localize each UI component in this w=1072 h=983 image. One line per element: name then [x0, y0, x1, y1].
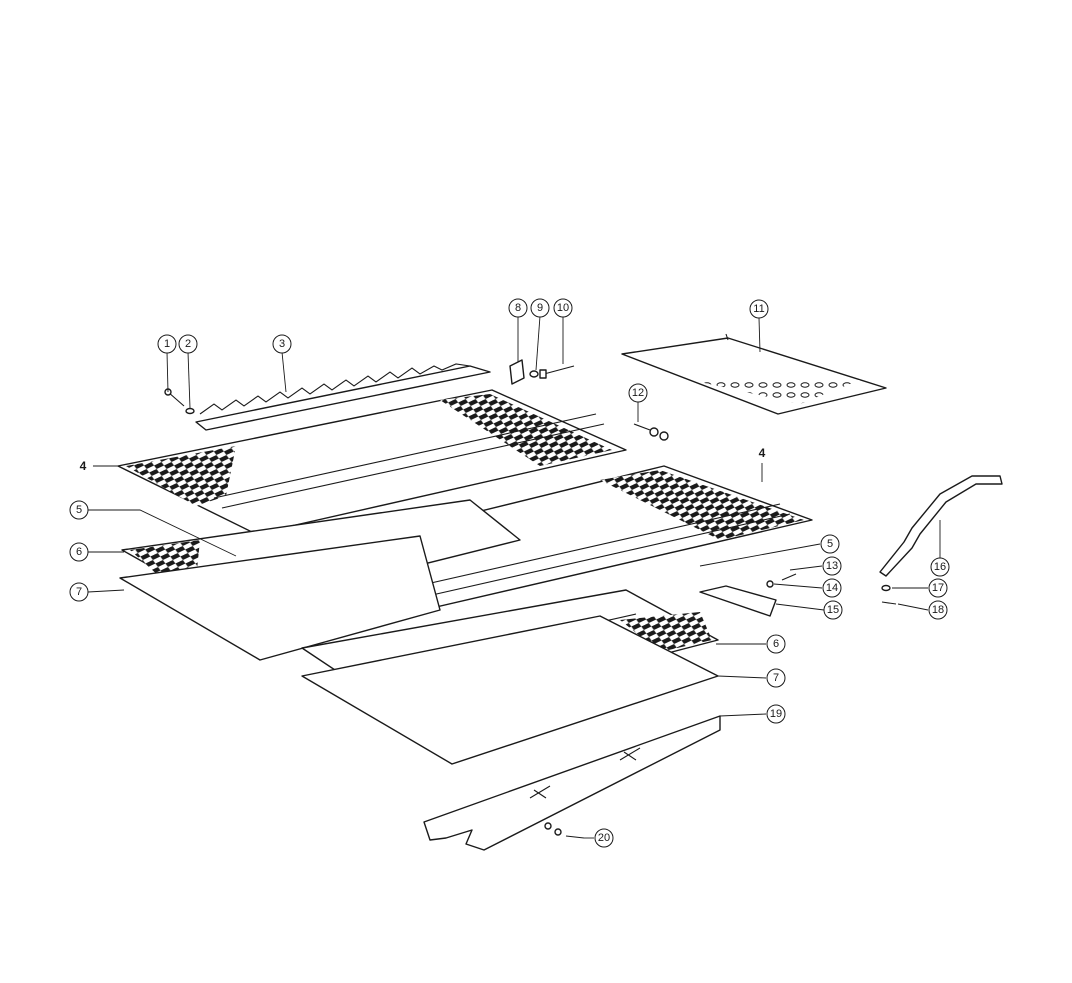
svg-text:2: 2: [185, 338, 191, 350]
callout-6-left: 6: [69, 542, 89, 562]
callout-12: 12: [628, 383, 648, 403]
clip-part-8: [509, 359, 525, 385]
callout-14: 14: [822, 578, 842, 598]
callout-17: 17: [928, 578, 948, 598]
callout-18: 18: [928, 600, 948, 620]
svg-text:20: 20: [598, 832, 610, 844]
svg-text:4: 4: [759, 446, 766, 460]
callout-19: 19: [766, 704, 786, 724]
callout-6-right: 6: [766, 634, 786, 654]
callout-9: 9: [530, 298, 550, 318]
rod-part-16: [879, 475, 1003, 577]
sieve-panel-left-part-4: [117, 389, 627, 535]
callout-1: 1: [157, 334, 177, 354]
callout-15: 15: [823, 600, 843, 620]
svg-text:10: 10: [557, 302, 569, 314]
cover-plate-part-11: [621, 333, 887, 415]
svg-text:3: 3: [279, 338, 285, 350]
svg-text:14: 14: [826, 582, 838, 594]
washer-part-2: [185, 407, 195, 415]
svg-text:5: 5: [76, 504, 82, 516]
callout-7-left: 7: [69, 582, 89, 602]
callout-4-right: 4: [752, 443, 772, 463]
callout-7-right: 7: [766, 668, 786, 688]
callout-2: 2: [178, 334, 198, 354]
bolt-part-20: [544, 822, 585, 839]
long-bar-part-19: [423, 715, 721, 851]
callout-8: 8: [508, 298, 528, 318]
svg-text:15: 15: [827, 604, 839, 616]
svg-text:5: 5: [827, 538, 833, 550]
callout-3: 3: [272, 334, 292, 354]
svg-text:18: 18: [932, 604, 944, 616]
serrated-strip-part-3: [195, 363, 491, 431]
svg-text:12: 12: [632, 387, 644, 399]
washer-part-9: [529, 370, 539, 378]
pin-part-18: [881, 601, 897, 605]
washer-part-17: [881, 584, 891, 592]
callout-5-left: 5: [69, 500, 89, 520]
svg-text:11: 11: [753, 303, 764, 315]
svg-text:17: 17: [932, 582, 944, 594]
svg-text:7: 7: [773, 672, 779, 684]
bolt-part-13: [781, 573, 797, 581]
svg-text:19: 19: [770, 708, 782, 720]
callout-20: 20: [594, 828, 614, 848]
bolt-part-12: [633, 423, 669, 441]
svg-text:7: 7: [76, 586, 82, 598]
callout-11: 11: [749, 299, 769, 319]
callout-16: 16: [930, 557, 950, 577]
washer-part-14: [766, 580, 774, 588]
callout-13: 13: [822, 556, 842, 576]
svg-text:6: 6: [773, 638, 779, 650]
svg-text:9: 9: [537, 302, 543, 314]
callout-4-left: 4: [73, 456, 93, 476]
callouts: 1 2 3 4 5 6 7 8: [69, 298, 950, 848]
svg-text:13: 13: [826, 560, 838, 572]
callout-10: 10: [553, 298, 573, 318]
perforated-sheet-left-part-7: [119, 535, 441, 661]
svg-text:6: 6: [76, 546, 82, 558]
svg-text:1: 1: [164, 338, 170, 350]
svg-text:4: 4: [80, 459, 87, 473]
svg-text:16: 16: [934, 561, 946, 573]
leader-lines: [87, 315, 941, 839]
bolt-part-10: [539, 365, 575, 379]
svg-text:8: 8: [515, 302, 521, 314]
parts-layer: [117, 333, 1003, 851]
bracket-part-15: [699, 585, 777, 617]
callout-5-right: 5: [820, 534, 840, 554]
